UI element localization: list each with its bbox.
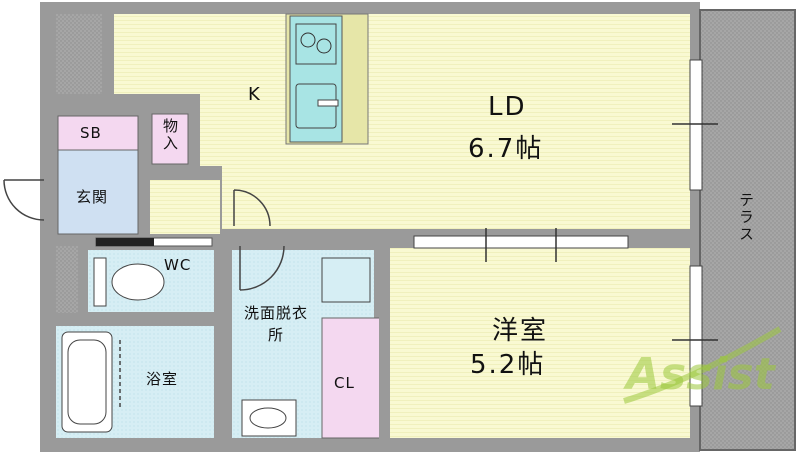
storage-room	[151, 113, 189, 165]
faucet-icon	[317, 99, 339, 107]
ld-window	[689, 59, 703, 191]
entrance-label: 玄関	[76, 188, 109, 206]
kitchen-label: K	[248, 84, 261, 105]
toilet-tank	[93, 257, 107, 307]
sb-storage	[57, 115, 139, 151]
svg-text:Assist: Assist	[623, 349, 777, 400]
western-room-floor	[390, 248, 690, 438]
wc-window-frame	[96, 238, 154, 246]
hall-floor	[150, 180, 220, 234]
sb-label: SB	[80, 124, 102, 142]
toilet-icon	[111, 263, 165, 301]
burner-icon	[300, 32, 316, 48]
washer-pan	[321, 257, 371, 303]
bath-label: 浴室	[146, 370, 179, 388]
sliding-door	[413, 235, 629, 249]
entrance-door	[3, 179, 45, 221]
bathtub-icon	[61, 331, 113, 433]
duct-space-top	[56, 14, 102, 94]
kitchen-island	[289, 15, 343, 143]
ld-size-label: 6.7帖	[468, 134, 544, 164]
closet	[321, 317, 381, 439]
western-name-label: 洋室	[492, 316, 549, 346]
closet-label: CL	[334, 374, 355, 392]
washroom-door	[239, 245, 285, 291]
washroom-label: 洗面脱衣所	[244, 304, 309, 344]
washbasin	[241, 399, 297, 437]
terrace-area	[699, 9, 796, 451]
ld-name-label: LD	[488, 92, 527, 122]
ld-room-floor	[114, 14, 690, 234]
burner-icon	[316, 38, 332, 54]
terrace-label: テラス	[737, 192, 755, 243]
duct-space-mid	[56, 246, 78, 316]
assist-logo: Assist	[623, 326, 782, 404]
entrance-floor	[57, 149, 139, 235]
storage-label: 物入	[161, 118, 179, 152]
western-size-label: 5.2帖	[470, 350, 546, 380]
stove	[295, 23, 337, 65]
basin-icon	[249, 407, 287, 429]
wc-label: WC	[164, 256, 192, 274]
hall-door	[233, 189, 271, 227]
